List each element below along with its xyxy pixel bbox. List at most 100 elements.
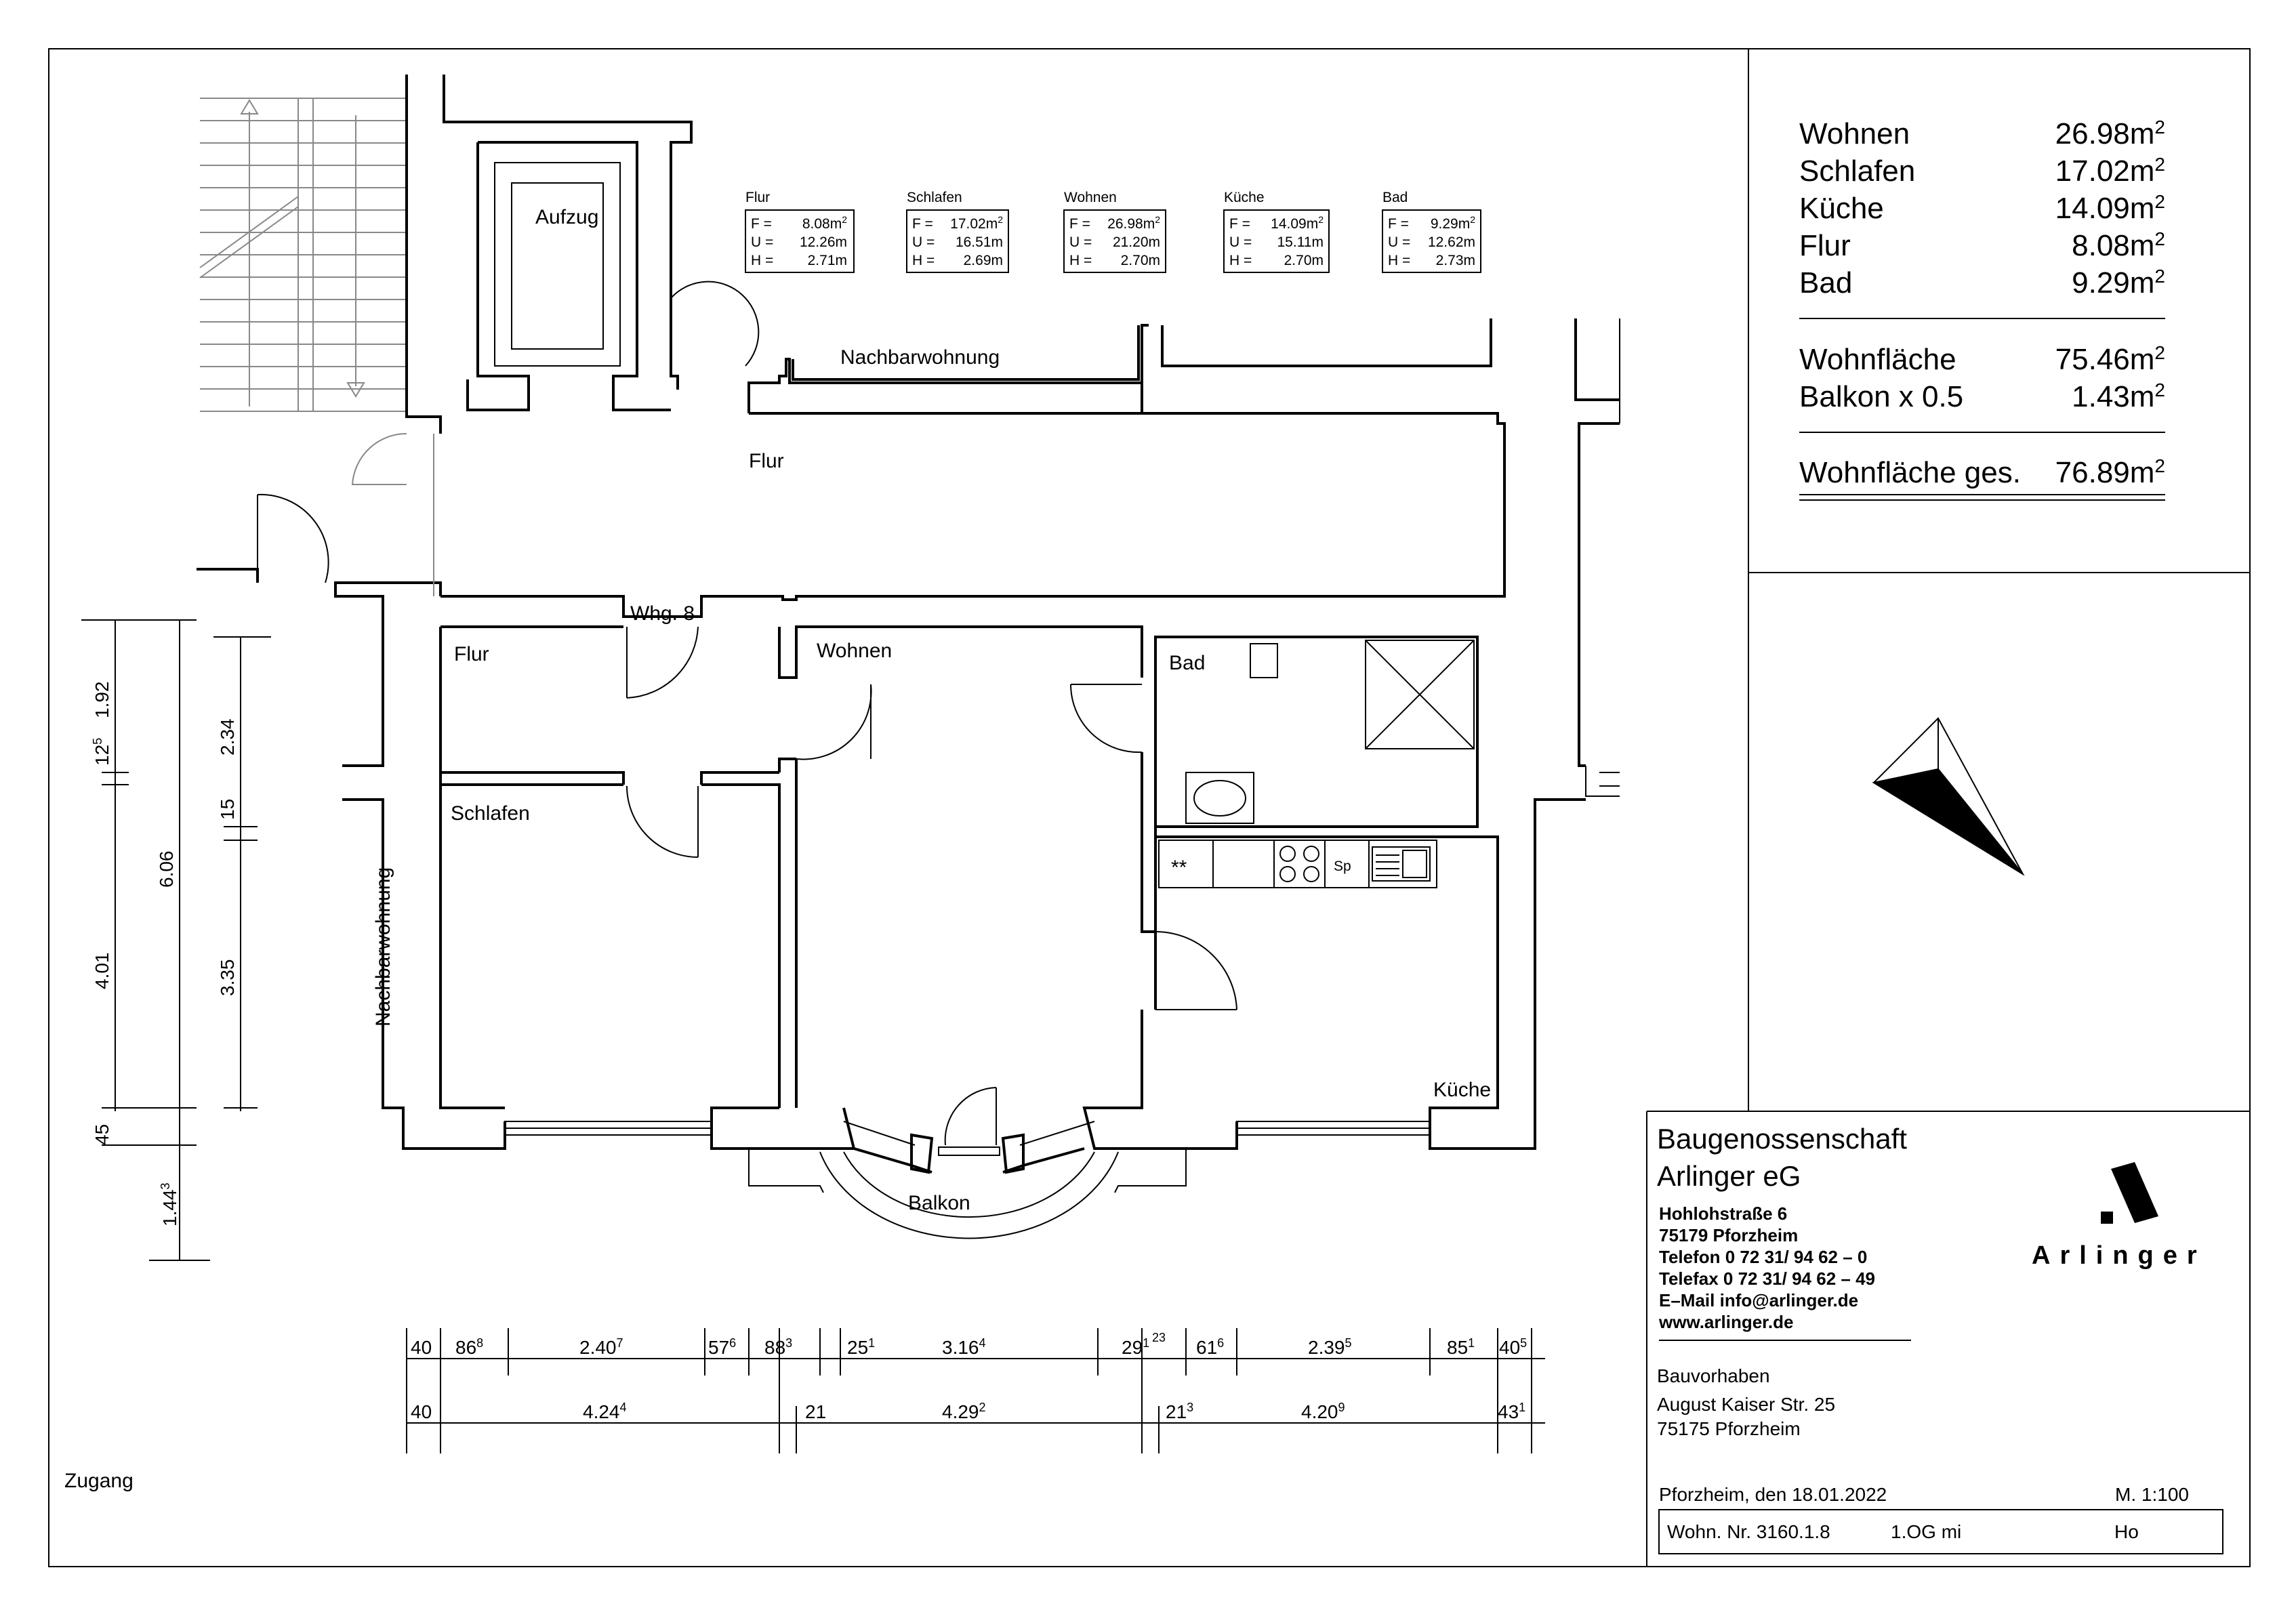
summary-value-balkon: 1.43m2 <box>2072 379 2165 414</box>
svg-text:2.73m: 2.73m <box>1436 253 1475 268</box>
plan-scale: M. 1:100 <box>2115 1484 2189 1505</box>
company-street: Hohlohstraße 6 <box>1659 1203 1787 1224</box>
svg-text:F =: F = <box>1069 216 1090 232</box>
svg-text:H =: H = <box>1229 253 1252 268</box>
room-labels: Aufzug Nachbarwohnung Flur Whg. 8 Flur W… <box>64 206 1491 1492</box>
area-table-wohnen: Wohnen F = 26.98m2 U = 21.20m H = 2.70m <box>1063 190 1166 273</box>
area-table-schlafen: Schlafen F = 17.02m2 U = 16.51m H = 2.69… <box>906 190 1009 273</box>
north-arrow-icon <box>1872 717 2025 876</box>
svg-text:Wohnen: Wohnen <box>1064 190 1117 205</box>
svg-text:Flur: Flur <box>745 190 770 205</box>
drawing-frame <box>48 48 2251 1567</box>
summary-label-kueche: Küche <box>1799 192 1884 225</box>
shower-icon <box>1365 640 1475 749</box>
summary-value-gesamt: 76.89m2 <box>2055 455 2165 490</box>
staircase <box>199 98 407 412</box>
kitchen-sink-icon <box>1372 846 1431 882</box>
svg-text:F =: F = <box>1229 216 1250 232</box>
floor-label: 1.OG mi <box>1891 1521 1961 1542</box>
title-block: Baugenossenschaft Arlinger eG Hohlohstra… <box>1657 1123 2223 1554</box>
label-wohnen: Wohnen <box>817 640 892 662</box>
svg-text:3.35: 3.35 <box>217 959 238 997</box>
summary-label-wohnflaeche: Wohnfläche <box>1799 343 1956 376</box>
company-phone: Telefon 0 72 31/ 94 62 – 0 <box>1659 1247 1867 1267</box>
summary-value-kueche: 14.09m2 <box>2055 191 2165 226</box>
svg-text:14.09m2: 14.09m2 <box>1271 214 1324 232</box>
svg-text:U =: U = <box>912 234 935 250</box>
drawn-by: Ho <box>2114 1521 2139 1542</box>
svg-text:23: 23 <box>1152 1331 1166 1344</box>
area-table-bad: Bad F = 9.29m2 U = 12.62m H = 2.73m <box>1382 190 1481 273</box>
svg-text:Schlafen: Schlafen <box>907 190 962 205</box>
summary-value-schlafen: 17.02m2 <box>2055 154 2165 188</box>
summary-label-gesamt: Wohnfläche ges. <box>1799 456 2021 489</box>
svg-text:H =: H = <box>1388 253 1410 268</box>
label-herd: ** <box>1171 856 1187 879</box>
svg-text:616: 616 <box>1196 1336 1224 1358</box>
company-name-line2: Arlinger eG <box>1657 1160 1801 1192</box>
summary-label-balkon: Balkon x 0.5 <box>1799 380 1963 413</box>
svg-text:291: 291 <box>1122 1336 1149 1358</box>
summary-label-schlafen: Schlafen <box>1799 154 1915 188</box>
company-web: www.arlinger.de <box>1658 1312 1793 1332</box>
summary-value-wohnflaeche: 75.46m2 <box>2055 342 2165 377</box>
label-aufzug: Aufzug <box>535 206 598 228</box>
label-flur-stairwell: Flur <box>749 450 784 472</box>
svg-text:851: 851 <box>1447 1336 1475 1358</box>
svg-text:1.443: 1.443 <box>159 1182 180 1226</box>
label-nachbarwohnung-left: Nachbarwohnung <box>372 867 394 1027</box>
svg-text:2.407: 2.407 <box>579 1336 623 1358</box>
svg-text:16.51m: 16.51m <box>956 234 1003 250</box>
svg-text:4.209: 4.209 <box>1301 1401 1345 1422</box>
svg-text:F =: F = <box>1388 216 1409 232</box>
label-flur: Flur <box>454 643 489 665</box>
stove-icon <box>1273 840 1326 888</box>
svg-text:45: 45 <box>91 1124 112 1145</box>
label-nachbarwohnung-top: Nachbarwohnung <box>840 346 1000 369</box>
svg-text:17.02m2: 17.02m2 <box>950 214 1003 232</box>
sink-icon <box>1185 772 1254 824</box>
svg-text:Arlinger: Arlinger <box>2032 1241 2207 1270</box>
svg-text:213: 213 <box>1166 1401 1193 1422</box>
svg-text:576: 576 <box>708 1336 736 1358</box>
svg-text:4.01: 4.01 <box>91 953 112 990</box>
stair-up-arrow-icon <box>240 99 259 115</box>
plan-place-date: Pforzheim, den 18.01.2022 <box>1659 1484 1887 1505</box>
summary-value-bad: 9.29m2 <box>2072 266 2165 300</box>
svg-text:2.34: 2.34 <box>217 719 238 756</box>
svg-text:12.62m: 12.62m <box>1428 234 1475 250</box>
svg-text:H =: H = <box>751 253 773 268</box>
svg-text:U =: U = <box>1388 234 1410 250</box>
label-kueche: Küche <box>1433 1079 1491 1101</box>
svg-text:12.26m: 12.26m <box>800 234 847 250</box>
svg-text:8.08m2: 8.08m2 <box>802 214 847 232</box>
project-city: 75175 Pforzheim <box>1657 1418 1801 1439</box>
project-label: Bauvorhaben <box>1657 1365 1770 1386</box>
svg-text:Bad: Bad <box>1382 190 1408 205</box>
svg-text:26.98m2: 26.98m2 <box>1107 214 1160 232</box>
svg-text:U =: U = <box>751 234 773 250</box>
svg-text:2.395: 2.395 <box>1308 1336 1352 1358</box>
svg-text:U =: U = <box>1069 234 1092 250</box>
company-name-line1: Baugenossenschaft <box>1657 1123 1907 1155</box>
svg-text:251: 251 <box>847 1336 875 1358</box>
svg-text:U =: U = <box>1229 234 1252 250</box>
svg-text:2.69m: 2.69m <box>964 253 1003 268</box>
horizontal-dimensions: 40 868 2.407 576 883 251 3.164 291 23 61… <box>406 1328 1545 1453</box>
summary-value-wohnen: 26.98m2 <box>2055 117 2165 151</box>
svg-text:21.20m: 21.20m <box>1113 234 1160 250</box>
svg-text:1.92: 1.92 <box>91 682 112 719</box>
svg-text:15.11m: 15.11m <box>1277 234 1324 250</box>
stair-down-arrow-icon <box>346 382 365 398</box>
area-summary: Wohnen 26.98m2 Schlafen 17.02m2 Küche 14… <box>1799 117 2165 501</box>
svg-text:6.06: 6.06 <box>156 851 177 888</box>
label-spuele: Sp <box>1334 859 1351 874</box>
summary-value-flur: 8.08m2 <box>2072 228 2165 263</box>
company-fax: Telefax 0 72 31/ 94 62 – 49 <box>1659 1268 1875 1289</box>
label-schlafen: Schlafen <box>451 802 530 825</box>
arlinger-logo: Arlinger <box>2032 1162 2207 1270</box>
svg-text:21: 21 <box>805 1401 826 1422</box>
svg-text:15: 15 <box>217 799 238 820</box>
svg-text:2.70m: 2.70m <box>1121 253 1160 268</box>
